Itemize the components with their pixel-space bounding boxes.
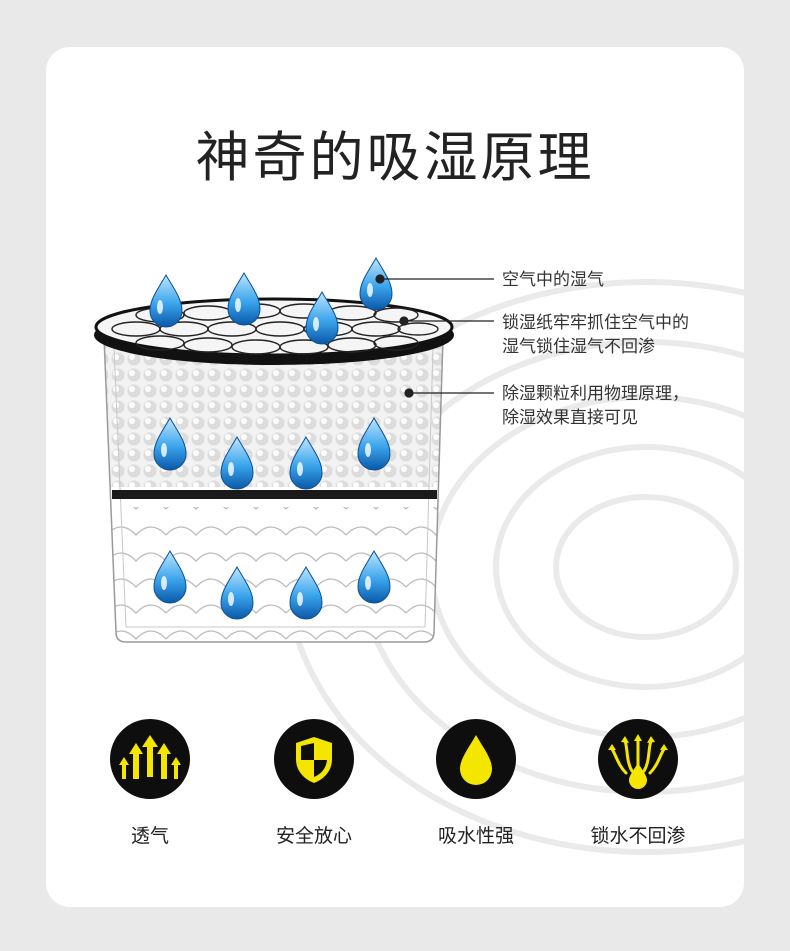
- water-drop-icon: [436, 719, 516, 799]
- feature-breathable: 透气: [70, 719, 230, 848]
- feature-label: 吸水性强: [437, 825, 514, 847]
- feature-no-backflow: 锁水不回渗: [558, 719, 718, 848]
- feature-label: 透气: [130, 825, 169, 847]
- annotation-air-moisture: 空气中的湿气: [502, 270, 604, 290]
- feature-safe: 安全放心: [234, 719, 394, 848]
- feature-row: 透气 安全放心 吸水性强: [46, 719, 744, 849]
- locked-drop-icon: [598, 719, 678, 799]
- annotation-desiccant: 除湿颗粒利用物理原理， 除湿效果直接可见: [502, 384, 689, 428]
- upward-arrows-icon: [110, 719, 190, 799]
- annotation-lock-paper: 锁湿纸牢牢抓住空气中的 湿气锁住湿气不回渗: [502, 313, 689, 357]
- shield-icon: [274, 719, 354, 799]
- divider-layer: [112, 490, 437, 499]
- lock-paper-lid: [94, 297, 454, 365]
- feature-label: 安全放心: [275, 825, 352, 847]
- feature-absorbent: 吸水性强: [396, 719, 556, 848]
- water-drops: [149, 257, 393, 620]
- product-card: 神奇的吸湿原理: [46, 47, 744, 907]
- feature-label: 锁水不回渗: [590, 825, 686, 847]
- callout-lines: [375, 274, 494, 398]
- absorption-diagram: [94, 257, 494, 643]
- page-title: 神奇的吸湿原理: [195, 126, 595, 189]
